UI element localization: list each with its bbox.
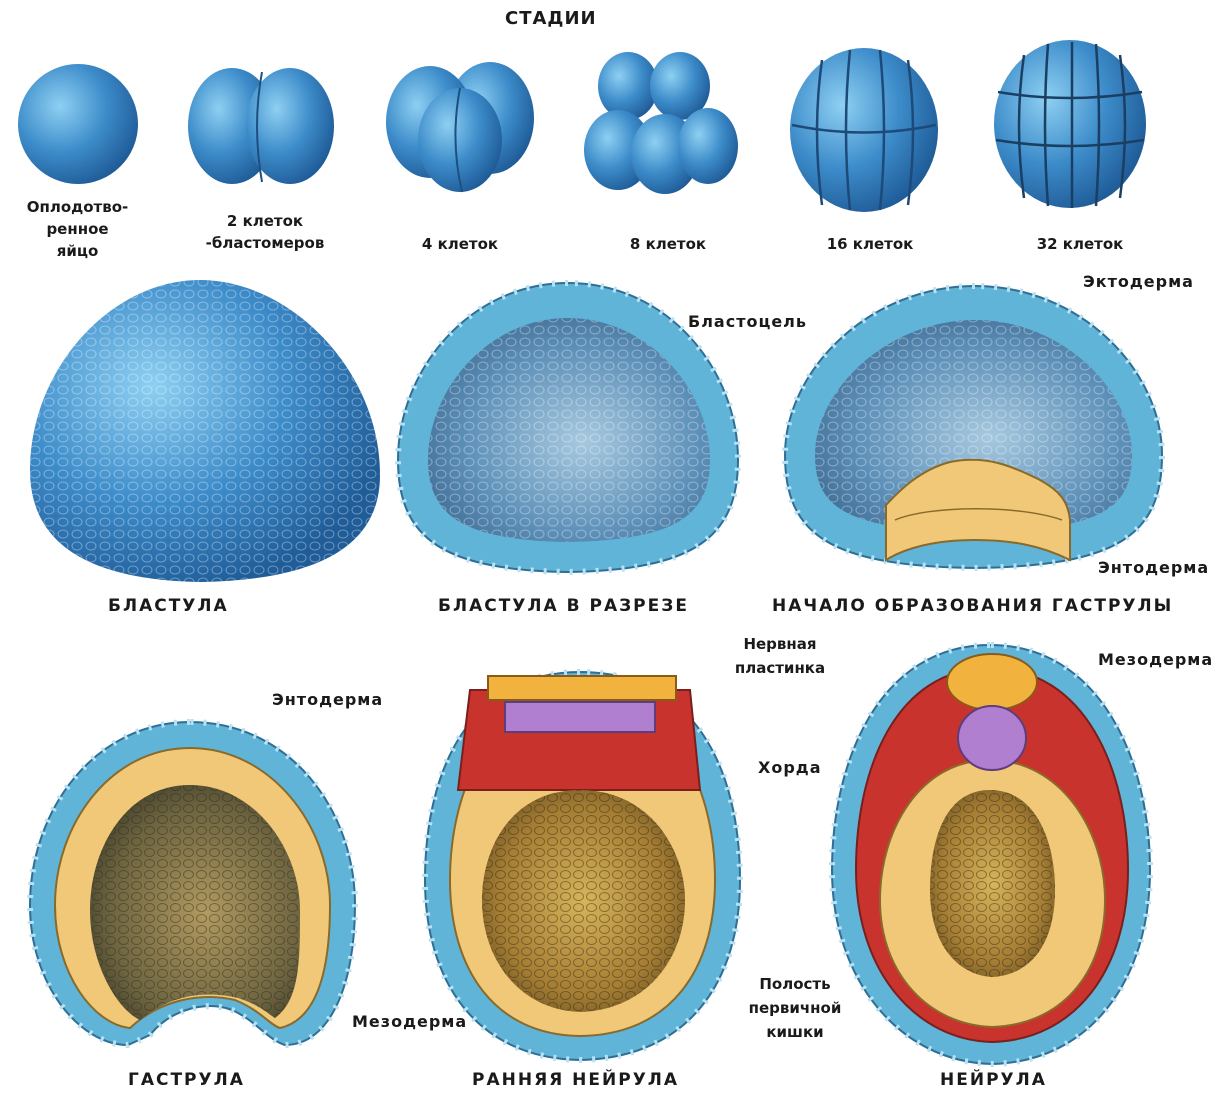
early-neurula xyxy=(425,672,740,1060)
label-endoderm-gastrula-start: Энтодерма xyxy=(1098,558,1209,577)
stage-2-cells xyxy=(188,68,334,184)
stage-32-cells xyxy=(994,40,1146,208)
label-mesoderm-neurula: Мезодерма xyxy=(1098,650,1213,669)
stage-8-cells xyxy=(584,52,738,194)
stage-16-cells xyxy=(790,48,938,212)
stage-fertilized-egg xyxy=(18,64,138,184)
stage-label-2-cells: 2 клеток -бластомеров xyxy=(190,210,340,254)
gastrula xyxy=(30,722,355,1045)
label-chorda: Хорда xyxy=(758,758,822,777)
label-ectoderm: Эктодерма xyxy=(1083,272,1194,291)
blastula xyxy=(30,280,380,582)
stage-label-fertilized-egg: Оплодотво- ренное яйцо xyxy=(0,196,155,262)
label-mesoderm-early-neurula: Мезодерма xyxy=(352,1012,467,1031)
label-blastocoel: Бластоцель xyxy=(688,312,807,331)
stage-label-16-cells: 16 клеток xyxy=(800,233,940,255)
caption-early-neurula: РАННЯЯ НЕЙРУЛА xyxy=(472,1070,679,1090)
label-neural-plate: Нервная пластинка xyxy=(720,632,840,680)
stage-4-cells xyxy=(386,62,534,192)
blastula-section xyxy=(398,283,738,572)
stage-label-8-cells: 8 клеток xyxy=(598,233,738,255)
caption-blastula: БЛАСТУЛА xyxy=(108,596,229,616)
label-gut-cavity: Полость первичной кишки xyxy=(730,972,860,1044)
diagram-title: СТАДИИ xyxy=(505,8,597,29)
caption-neurula: НЕЙРУЛА xyxy=(940,1070,1047,1090)
gastrula-start xyxy=(785,286,1162,568)
caption-blastula-section: БЛАСТУЛА В РАЗРЕЗЕ xyxy=(438,596,689,616)
label-endoderm-gastrula: Энтодерма xyxy=(272,690,383,709)
caption-gastrula: ГАСТРУЛА xyxy=(128,1070,245,1090)
stage-label-4-cells: 4 клеток xyxy=(390,233,530,255)
caption-gastrula-start: НАЧАЛО ОБРАЗОВАНИЯ ГАСТРУЛЫ xyxy=(772,596,1173,616)
stage-label-32-cells: 32 клеток xyxy=(1010,233,1150,255)
neurula xyxy=(832,645,1150,1064)
